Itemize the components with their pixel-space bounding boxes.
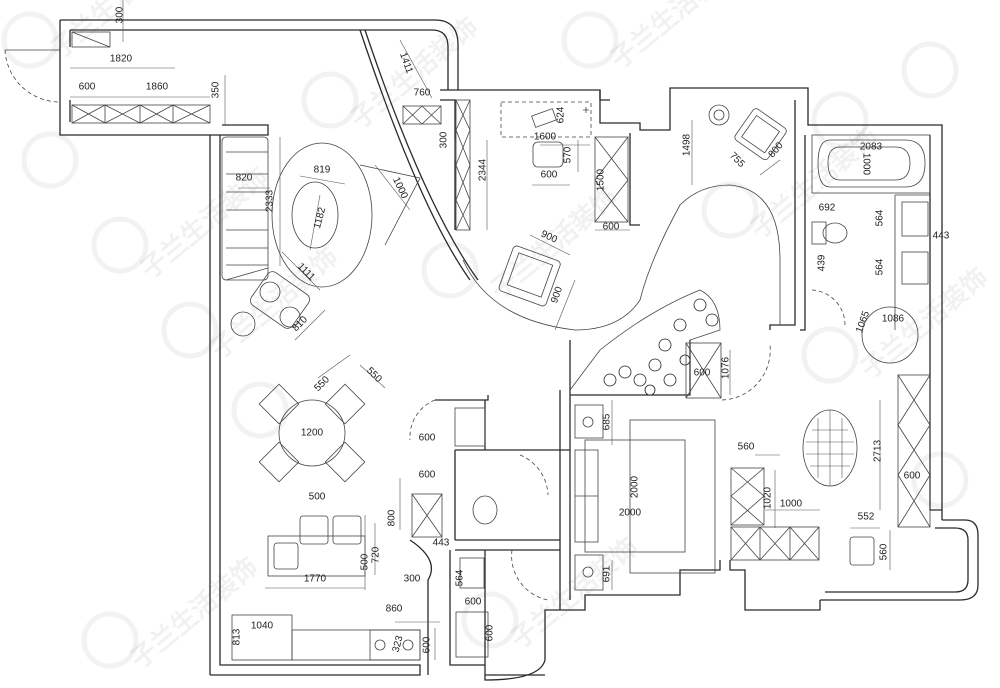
dimension-label: 300 (404, 574, 421, 585)
dimension-label: 1020 (763, 486, 774, 509)
dimension-label: 1200 (301, 428, 324, 439)
watermark-text: 子兰生活装饰 (605, 0, 744, 75)
kitchen-island (267, 515, 366, 577)
armchair (498, 245, 561, 307)
study-desk (500, 101, 592, 168)
dimension-label: 600 (79, 82, 96, 93)
watermark-layer: 子兰生活装饰 子兰生活装饰 子兰生活装饰 子兰生活装饰 子兰生活装饰 子兰生活装… (1, 0, 994, 675)
kitchen-counter (231, 614, 421, 661)
dimension-lines (70, 0, 891, 660)
dimension-label: 570 (563, 146, 574, 163)
dimension-label: 1000 (860, 153, 871, 176)
dimension-label: 443 (433, 538, 450, 549)
dimension-label: 564 (455, 569, 466, 586)
dimension-label: 685 (602, 413, 613, 430)
round-rug (271, 142, 373, 288)
study-cabinet (402, 99, 629, 231)
dimension-label: 2083 (860, 142, 883, 153)
dimension-label: 1770 (304, 574, 327, 585)
dimension-label: 755 (727, 150, 747, 170)
shoe-box (71, 31, 111, 48)
dimension-label: 600 (419, 433, 436, 444)
dimension-label: 443 (933, 231, 950, 242)
dimension-label: 600 (465, 597, 482, 608)
bath-2 (411, 407, 549, 658)
dimension-label: 600 (419, 470, 436, 481)
dimension-label: 2333 (265, 189, 276, 212)
watermark-text: 子兰生活装饰 (745, 122, 884, 245)
dimension-label: 1498 (682, 133, 693, 156)
toilet (811, 221, 848, 245)
bed (574, 404, 716, 591)
dimension-label: 439 (817, 254, 828, 271)
dimension-label: 624 (556, 106, 567, 123)
dimension-label: 1076 (721, 356, 732, 379)
dimension-label: 810 (290, 314, 310, 334)
dimension-label: 813 (232, 628, 243, 645)
washbasins (894, 194, 930, 330)
watermark-text: 子兰生活装饰 (855, 262, 994, 385)
dimension-label: 800 (387, 509, 398, 526)
dimension-label: 550 (312, 374, 332, 394)
dimension-label: 860 (386, 604, 403, 615)
dimension-label: 300 (439, 131, 450, 148)
dimension-label: 560 (738, 442, 755, 453)
dimension-label: 300 (115, 6, 126, 23)
side-table (250, 271, 310, 329)
watermark-text: 子兰生活装饰 (205, 242, 344, 365)
dimension-label: 560 (879, 543, 890, 560)
dimension-label: 820 (236, 173, 253, 184)
walls (59, 19, 979, 681)
dimension-label: 1065 (854, 309, 872, 334)
dimension-label: 1500 (596, 168, 607, 191)
planter (569, 289, 721, 396)
cabinet (685, 342, 722, 399)
dimension-label: 1600 (534, 132, 557, 143)
furniture (4, 31, 931, 661)
chair (849, 536, 875, 566)
dimension-label: 564 (875, 258, 886, 275)
dimension-label: 2000 (619, 508, 642, 519)
lounge-chair (734, 108, 787, 161)
dining-set (258, 383, 366, 483)
dimension-label: 323 (391, 634, 406, 653)
dimension-label: 552 (858, 512, 875, 523)
dimension-label: 1182 (312, 206, 328, 230)
dimension-label: 2000 (630, 475, 641, 498)
desk-cabinet (730, 467, 820, 561)
wardrobe (897, 374, 931, 528)
dimension-label: 1820 (110, 54, 133, 65)
dimension-label: 819 (314, 165, 331, 176)
dimension-label: 2713 (873, 439, 884, 462)
dimension-label: 600 (541, 170, 558, 181)
dimension-label: 350 (211, 81, 222, 98)
dimension-label: 550 (364, 365, 384, 385)
dimension-label: 600 (603, 222, 620, 233)
round-shower (861, 306, 919, 364)
staircase (221, 136, 269, 281)
dimension-label: 600 (485, 624, 496, 641)
dimension-label: 692 (819, 203, 836, 214)
dimension-label: 1040 (251, 621, 274, 632)
dimension-label: 691 (602, 565, 613, 582)
dimension-label: 760 (414, 88, 431, 99)
dimension-label: 1860 (146, 82, 169, 93)
dimension-label: 600 (904, 471, 921, 482)
dimension-label: 1000 (780, 499, 803, 510)
dimension-label: 1086 (882, 314, 905, 325)
dimension-label: 2344 (478, 158, 489, 181)
dimension-label: 600 (422, 636, 433, 653)
bathtub (811, 134, 931, 194)
oval-rug (802, 409, 858, 487)
entry-cabinet (71, 104, 211, 124)
dimension-label: 600 (694, 368, 711, 379)
watermark-text: 子兰生活装饰 (135, 162, 274, 285)
watermark-text: 子兰生活装饰 (125, 552, 264, 675)
coffee-table (291, 181, 339, 249)
dimension-label: 720 (371, 546, 382, 563)
dimension-label: 500 (309, 492, 326, 503)
dimension-label: 564 (875, 209, 886, 226)
dimension-label: 500 (360, 553, 371, 570)
